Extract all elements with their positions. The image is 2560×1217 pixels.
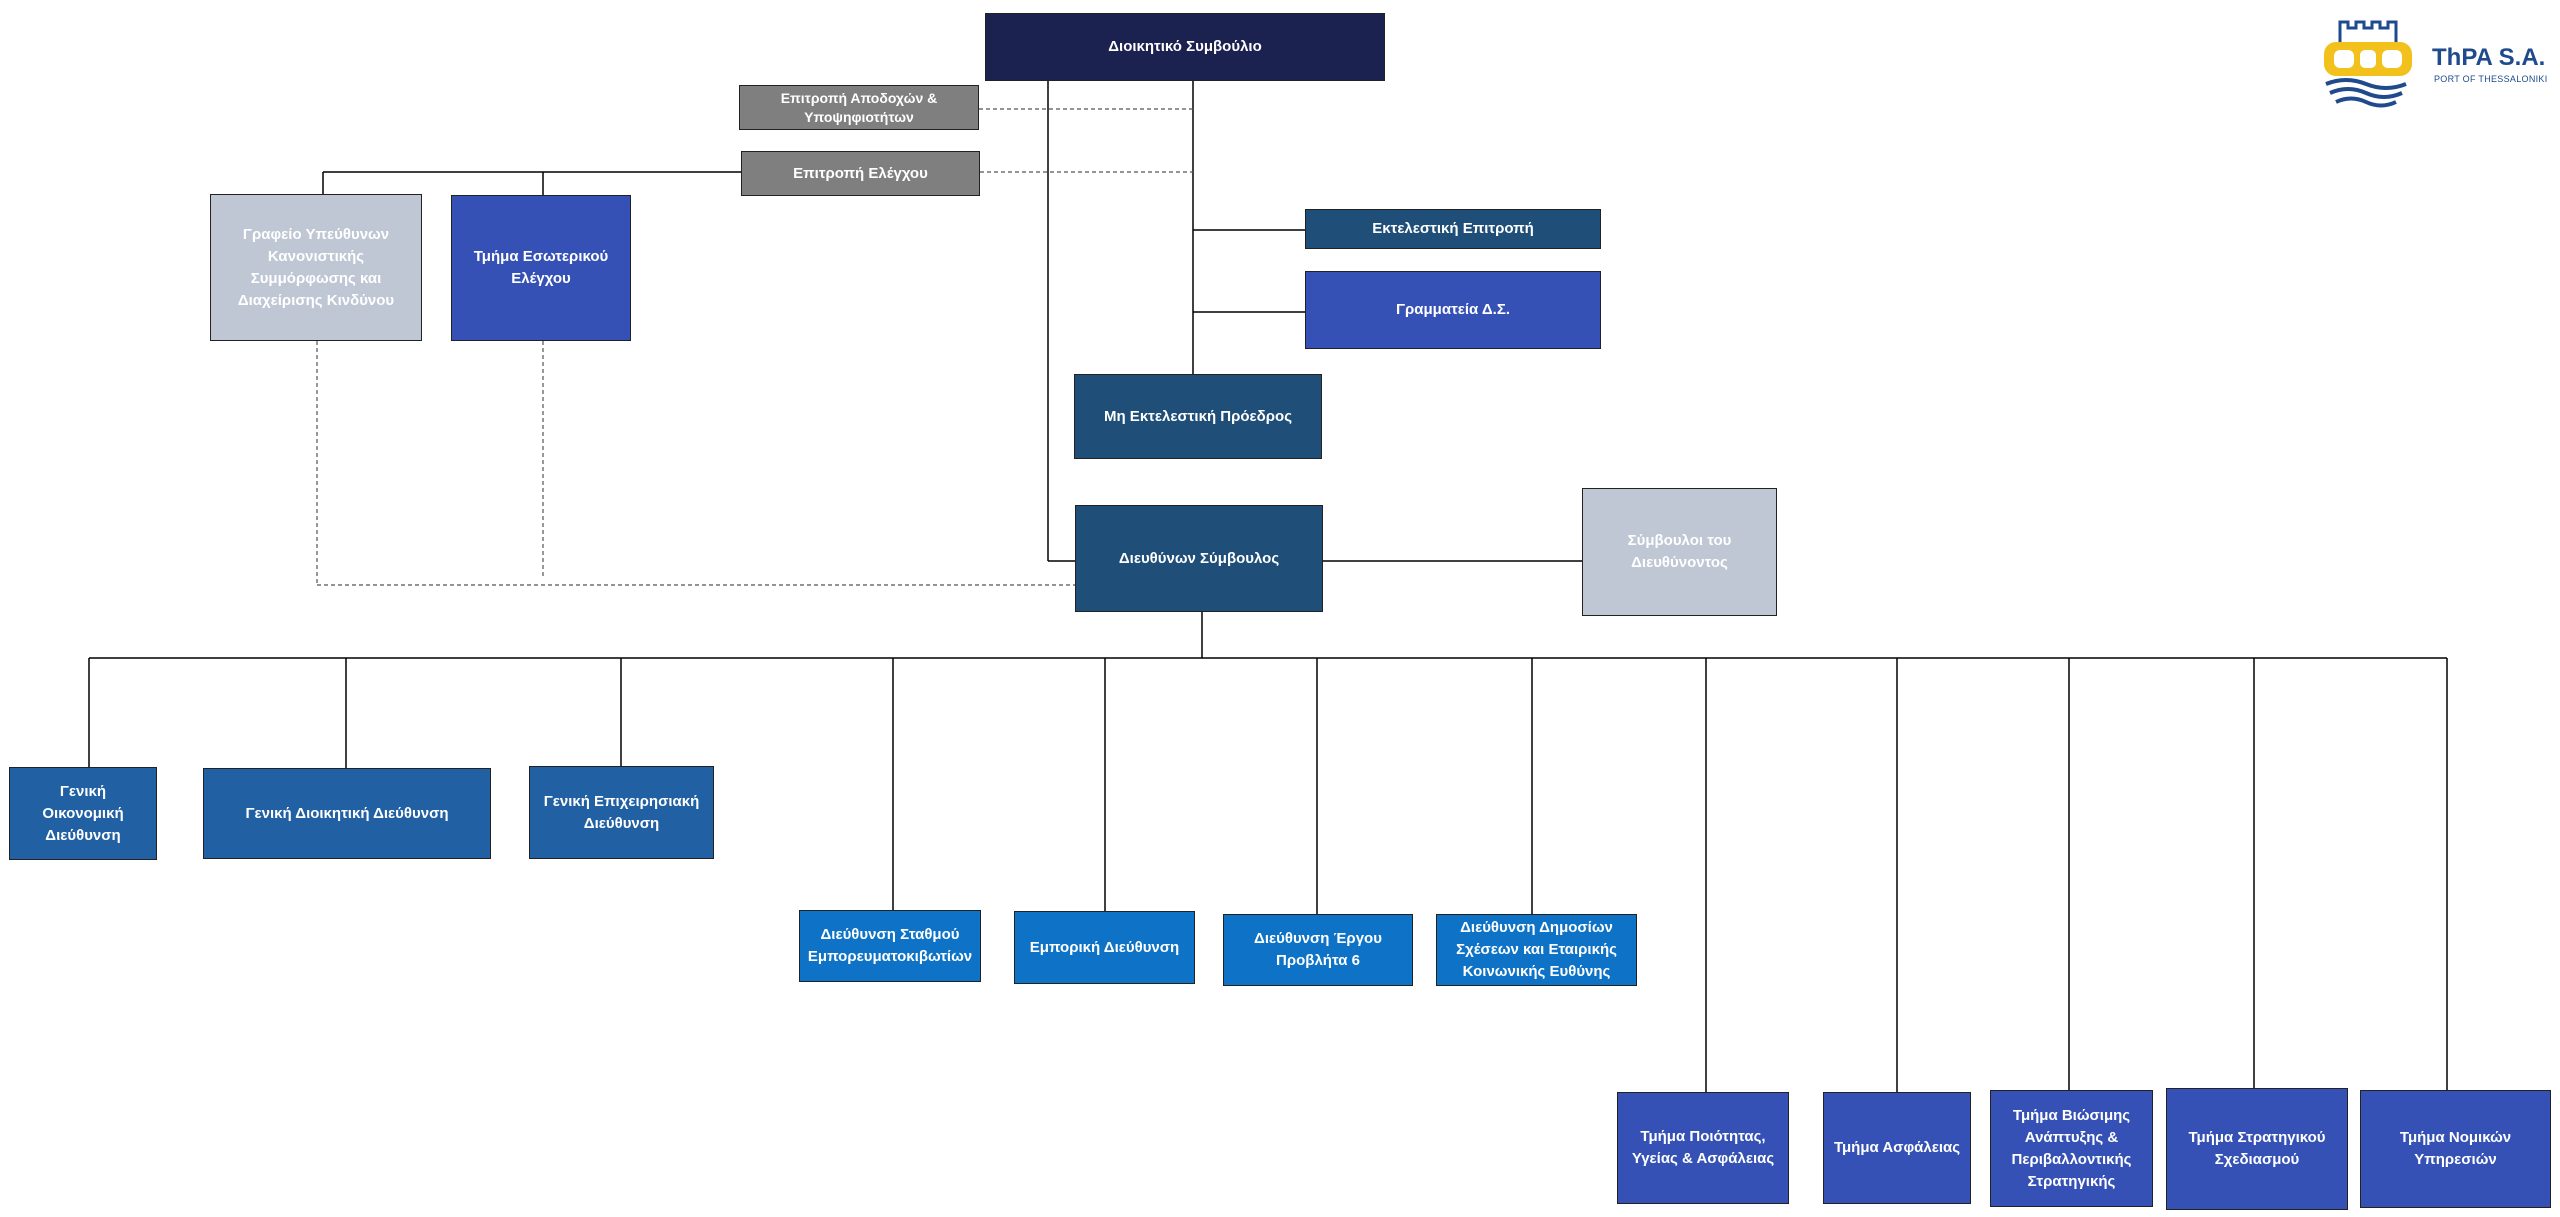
compliance-office-box[interactable]: Γραφείο Υπεύθυνων Κανονιστικής Συμμόρφωσ… bbox=[210, 194, 422, 341]
thpa-logo-icon bbox=[2324, 20, 2412, 108]
general-business-directorate-box[interactable]: Γενική Επιχειρησιακή Διεύθυνση bbox=[529, 766, 714, 859]
pier6-project-directorate-box[interactable]: Διεύθυνση Έργου Προβλήτα 6 bbox=[1223, 914, 1413, 986]
internal-audit-box[interactable]: Τμήμα Εσωτερικού Ελέγχου bbox=[451, 195, 631, 341]
board-of-directors-box[interactable]: Διοικητικό Συμβούλιο bbox=[985, 13, 1385, 81]
remuneration-committee-box[interactable]: Επιτροπή Αποδοχών & Υποψηφιοτήτων bbox=[739, 85, 979, 130]
container-terminal-directorate-box[interactable]: Διεύθυνση Σταθμού Εμπορευματοκιβωτίων bbox=[799, 910, 981, 982]
sustainability-department-box[interactable]: Τμήμα Βιώσιμης Ανάπτυξης & Περιβαλλοντικ… bbox=[1990, 1090, 2153, 1207]
general-administrative-directorate-box[interactable]: Γενική Διοικητική Διεύθυνση bbox=[203, 768, 491, 859]
logo-name: ThPA S.A. bbox=[2432, 44, 2546, 71]
ceo-advisors-box[interactable]: Σύμβουλοι του Διευθύνοντος bbox=[1582, 488, 1777, 616]
general-financial-directorate-box[interactable]: Γενική Οικονομική Διεύθυνση bbox=[9, 767, 157, 860]
non-executive-chair-box[interactable]: Μη Εκτελεστική Πρόεδρος bbox=[1074, 374, 1322, 459]
public-relations-directorate-box[interactable]: Διεύθυνση Δημοσίων Σχέσεων και Εταιρικής… bbox=[1436, 914, 1637, 986]
legal-department-box[interactable]: Τμήμα Νομικών Υπηρεσιών bbox=[2360, 1090, 2551, 1208]
board-secretariat-box[interactable]: Γραμματεία Δ.Σ. bbox=[1305, 271, 1601, 349]
executive-committee-box[interactable]: Εκτελεστική Επιτροπή bbox=[1305, 209, 1601, 249]
logo-subtitle: PORT OF THESSALONIKI bbox=[2434, 74, 2548, 84]
audit-committee-box[interactable]: Επιτροπή Ελέγχου bbox=[741, 151, 980, 196]
security-department-box[interactable]: Τμήμα Ασφάλειας bbox=[1823, 1092, 1971, 1204]
strategic-planning-department-box[interactable]: Τμήμα Στρατηγικού Σχεδιασμού bbox=[2166, 1088, 2348, 1210]
ceo-box[interactable]: Διευθύνων Σύμβουλος bbox=[1075, 505, 1323, 612]
quality-health-safety-department-box[interactable]: Τμήμα Ποιότητας, Υγείας & Ασφάλειας bbox=[1617, 1092, 1789, 1204]
commercial-directorate-box[interactable]: Εμπορική Διεύθυνση bbox=[1014, 911, 1195, 984]
